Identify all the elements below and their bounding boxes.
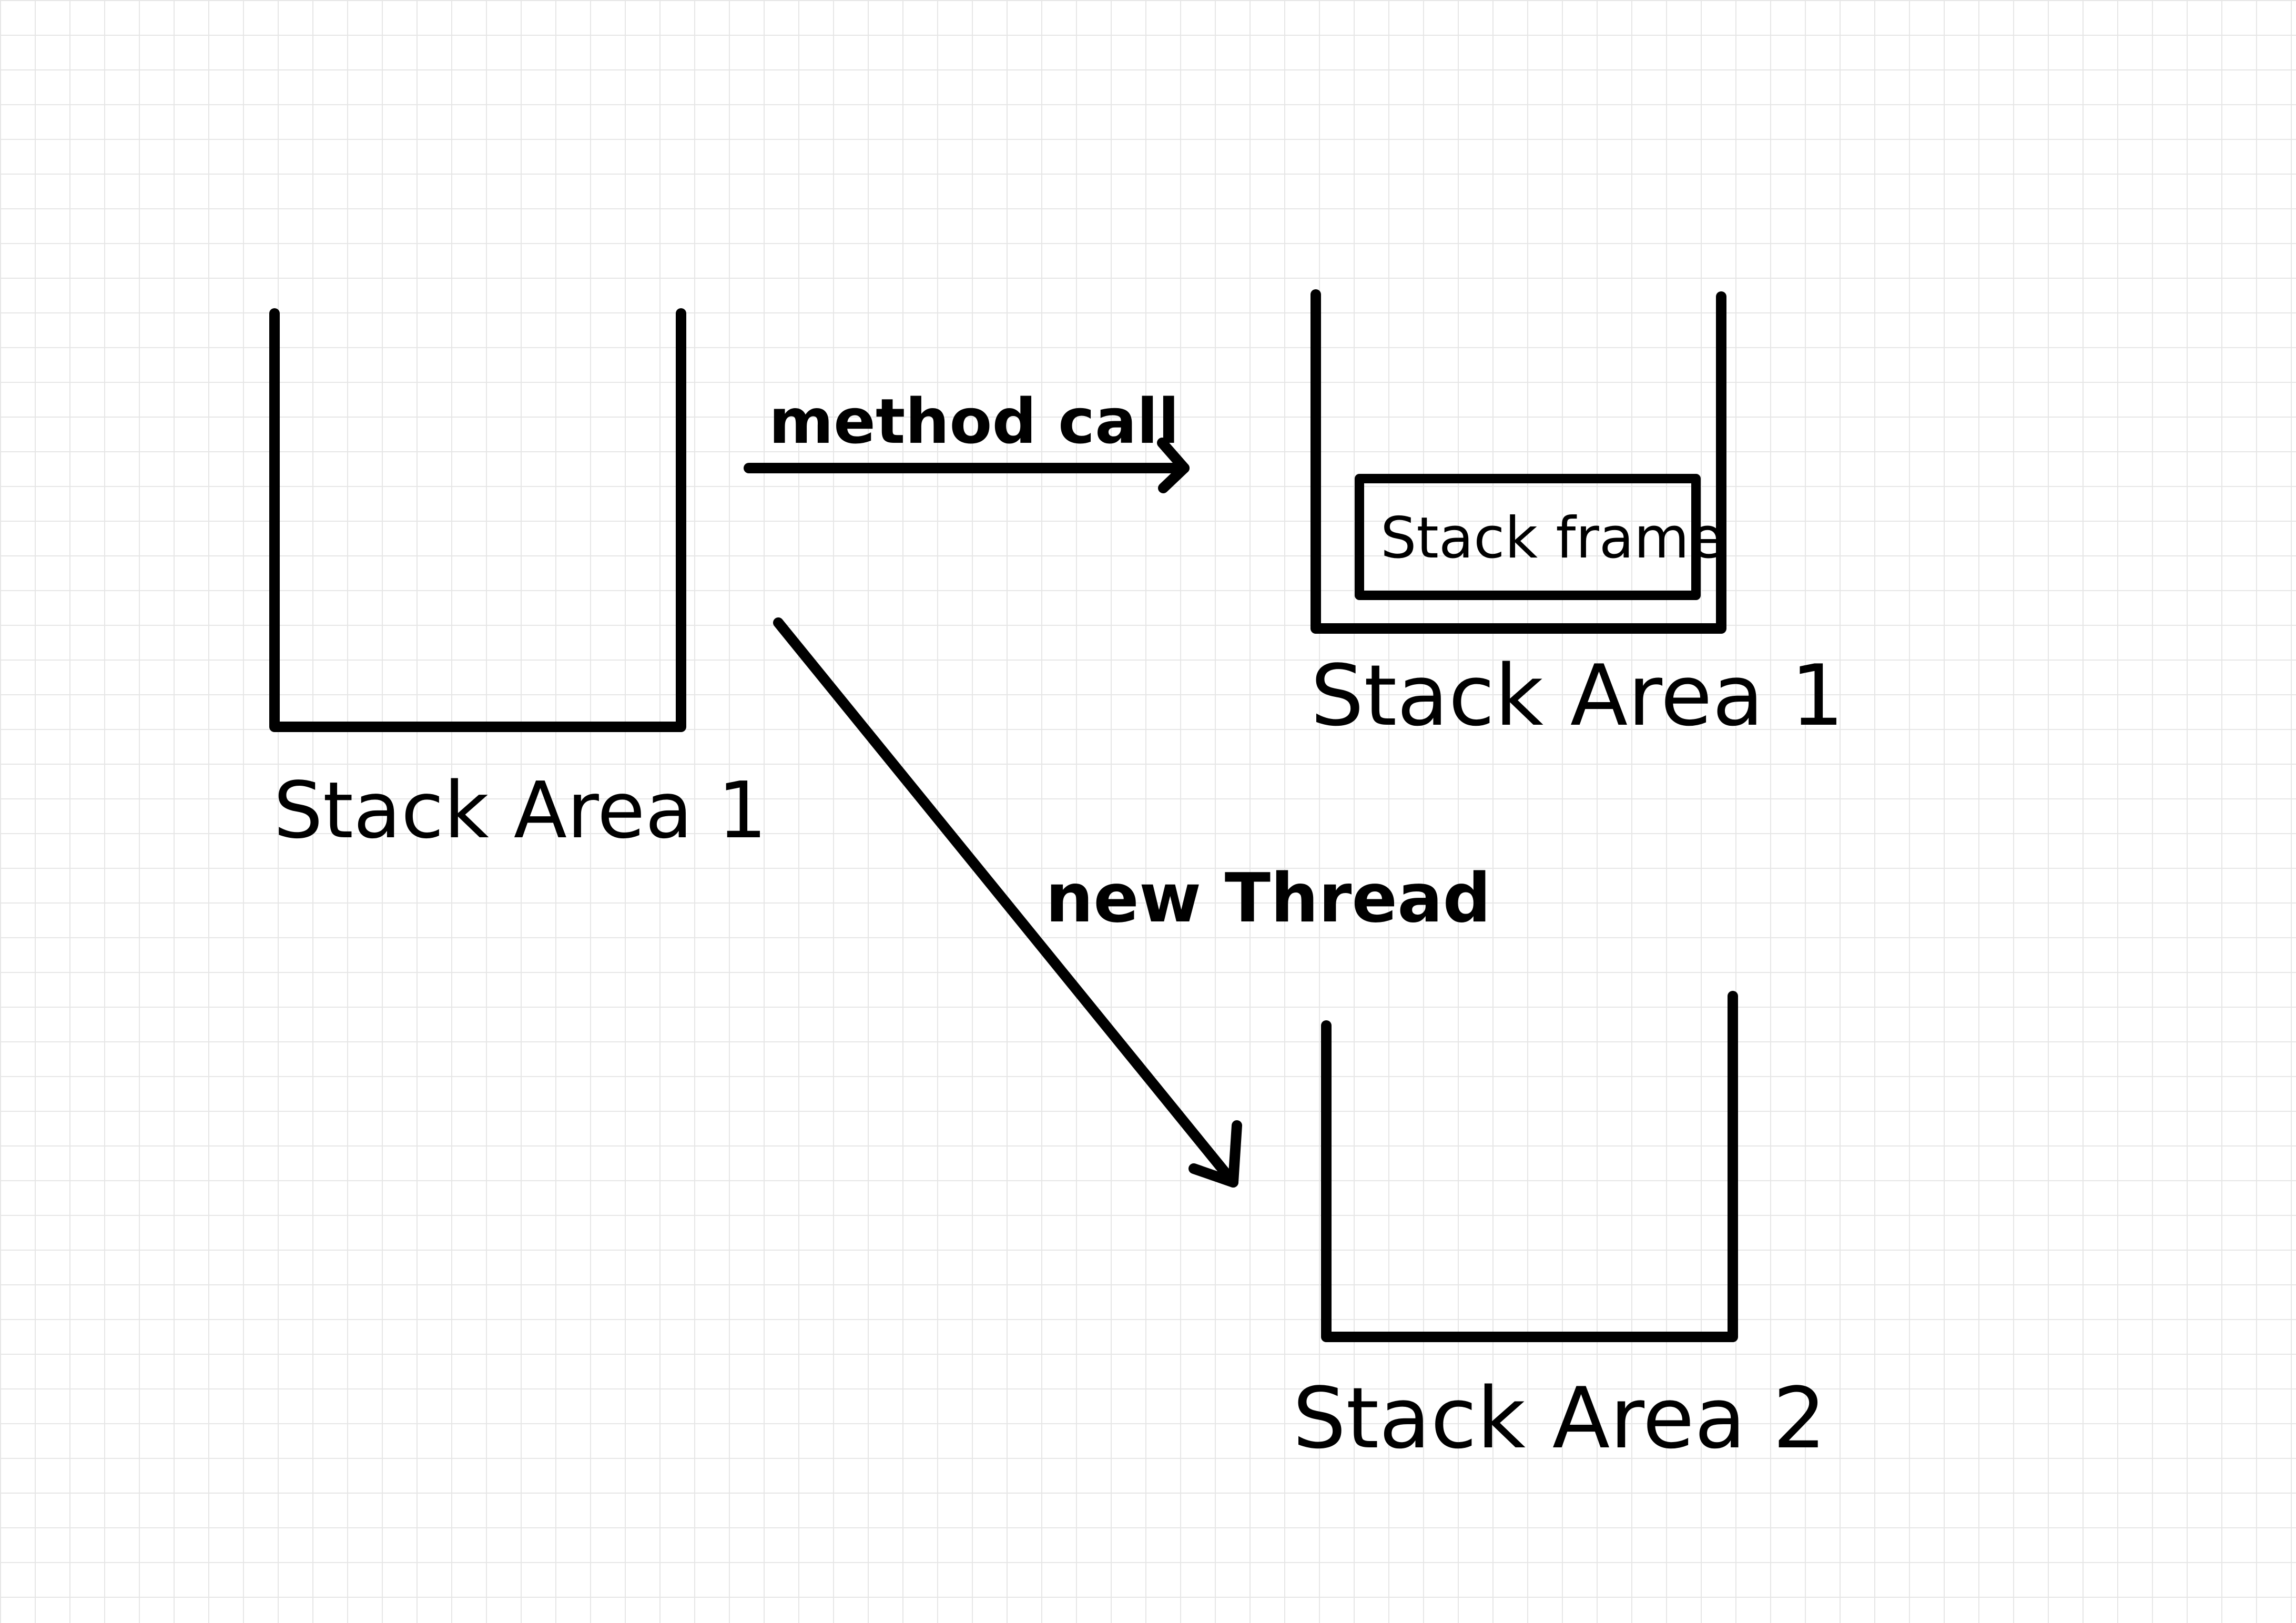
stack-frame-box [1355,474,1701,600]
method-call-label: method call [769,385,1179,458]
stack-area-left: Stack Area 1 [269,308,767,856]
method-call-arrow-head [1157,438,1190,493]
new-thread-label: new Thread [1045,859,1491,938]
stack-container-top-right [1310,289,1726,634]
stack-frame-label: Stack frame [1380,505,1724,571]
stack-container-left [269,308,686,732]
new-thread-arrow-shaft [773,617,1238,1188]
stack-label-bottom-right: Stack Area 2 [1293,1369,1826,1467]
method-call-arrow-group: method call [744,385,1190,493]
stack-label-top-right: Stack Area 1 [1310,646,1844,745]
stack-area-bottom-right: Stack Area 2 [1293,991,1826,1467]
stack-container-bottom-right [1321,991,1738,1342]
stack-label-left: Stack Area 1 [273,765,767,856]
stack-area-top-right: Stack frame Stack Area 1 [1310,289,1844,745]
new-thread-arrow-group: new Thread [773,617,1491,1188]
new-thread-arrow-head [1188,1120,1242,1188]
